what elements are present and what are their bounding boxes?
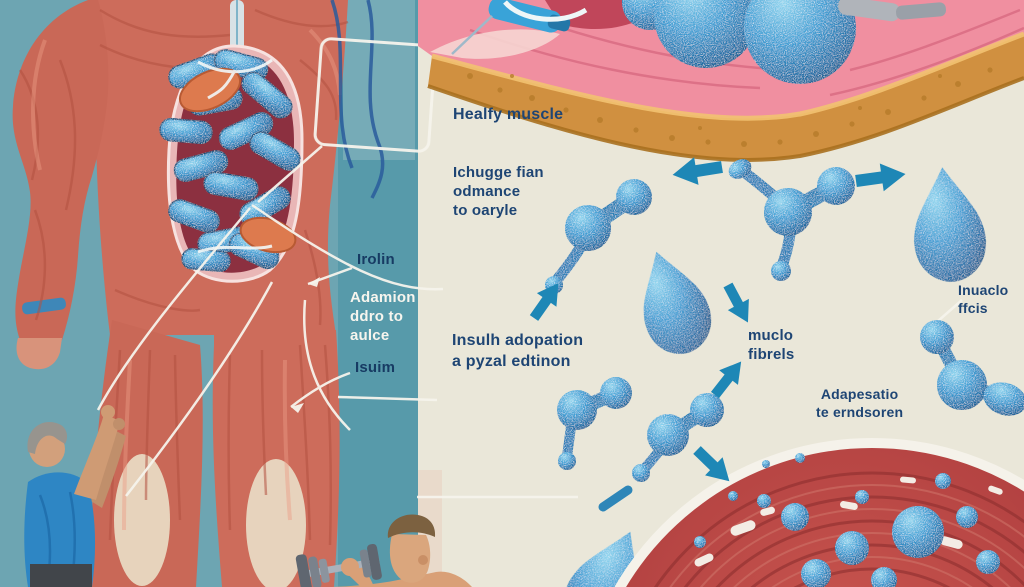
dashed-segment: [598, 485, 633, 512]
organ-upper: [179, 67, 241, 113]
label-insulin-fibre: Inuaclo ffcis: [958, 282, 1009, 316]
athlete-figure: [295, 514, 472, 587]
trainer-pants: [30, 564, 92, 587]
wrist-band: [22, 297, 66, 315]
athlete-fist: [341, 558, 359, 576]
callout-arrowheads: [291, 277, 320, 413]
syringe: [451, 0, 588, 55]
athlete-hair: [387, 514, 436, 538]
insulin-granules: [622, 0, 856, 84]
gray-devices: [838, 0, 947, 22]
trainer-arm-front: [74, 414, 120, 500]
fascia-wedge: [430, 29, 560, 59]
trainer-figure: [24, 405, 126, 587]
magnified-muscle-view: [614, 438, 1024, 587]
label-adaptation-white: Adamion ddro to aulce: [350, 289, 416, 344]
magnified-insulin-spheres: [694, 453, 1000, 587]
label-insulin-adaptation: Insulh adopation a pyzal edtinon: [452, 332, 584, 370]
label-muscle-fibrils: muclo fibrels: [748, 327, 795, 363]
athlete-face: [389, 534, 431, 583]
catheter-tubes: [197, 58, 273, 254]
callout-rect: [313, 37, 437, 153]
left-arm: [12, 0, 109, 348]
label-change-note: Ichugge fian odmance to oaryle: [453, 164, 544, 219]
tissue-cross-section: [418, 0, 1024, 163]
label-adaptation-response: Adapesatio te erndsoren: [816, 386, 904, 420]
insulin-cycle: [524, 153, 1024, 587]
fat-layer: [428, 34, 1024, 161]
insulin-molecule-bottom-mid: [632, 393, 724, 482]
insulin-molecule-right: [728, 159, 855, 281]
left-panel-strip: [338, 0, 418, 587]
athlete-ear: [418, 555, 428, 565]
anatomy-figure: [12, 0, 415, 587]
magnified-striations-light: [669, 484, 1024, 587]
label-insulin-top: Irolin: [357, 251, 395, 268]
insulin-molecule-right-edge: [920, 320, 1024, 416]
trainer-hand2: [113, 418, 125, 430]
hand: [16, 338, 62, 370]
tendon-left-knee: [114, 454, 170, 586]
trainer-hair: [27, 422, 68, 454]
magnified-striations: [654, 471, 1024, 587]
vein-lines: [330, 0, 385, 199]
label-insulin-bottom: Isuim: [355, 359, 396, 376]
trainer-hand: [101, 405, 115, 419]
label-healthy-muscle: Healfy muscle: [453, 106, 564, 123]
white-fiber-blobs: [694, 476, 1003, 567]
dumbbell: [295, 543, 382, 587]
fat-speckles: [467, 67, 993, 147]
insulin-molecule-bottom-left: [557, 377, 632, 470]
insulin-molecule-upper-left: [545, 179, 652, 294]
abdominal-window: [159, 44, 304, 283]
tendon-right-knee: [246, 459, 306, 587]
